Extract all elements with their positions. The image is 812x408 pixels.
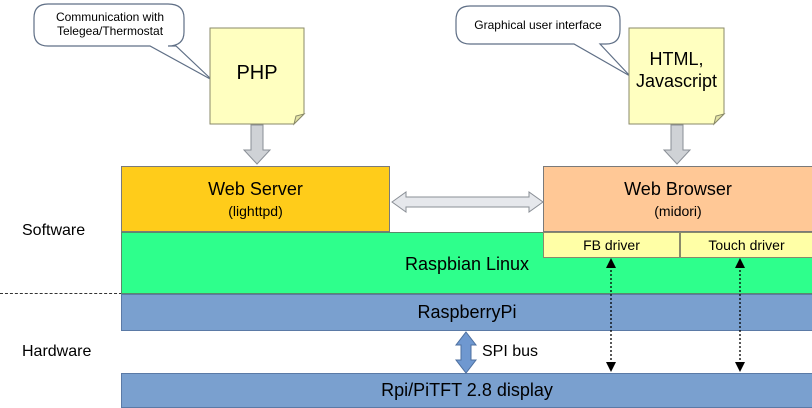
fb-driver-label: FB driver xyxy=(583,237,640,253)
display-layer: Rpi/PiTFT 2.8 display xyxy=(121,373,812,408)
spi-bus-label: SPI bus xyxy=(482,343,539,360)
display-label: Rpi/PiTFT 2.8 display xyxy=(381,380,553,400)
raspbian-linux-label: Raspbian Linux xyxy=(404,253,530,274)
html-note xyxy=(628,27,726,126)
gui-callout-bubble xyxy=(455,5,631,77)
touch-driver-box: Touch driver xyxy=(680,232,812,258)
web-server-box: Web Server (lighttpd) xyxy=(121,166,390,232)
web-server-title: Web Server xyxy=(208,179,303,199)
software-hardware-separator xyxy=(0,293,122,294)
html-to-webbrowser-arrow xyxy=(662,124,692,165)
hardware-label: Hardware xyxy=(22,343,92,360)
html-note-text: HTML, Javascript xyxy=(635,49,718,91)
php-callout-text: Communication with Telegea/Thermostat xyxy=(55,10,165,38)
gui-callout-text: Graphical user interface xyxy=(474,18,602,32)
raspberrypi-label: RaspberryPi xyxy=(417,302,517,322)
web-browser-subtitle: (midori) xyxy=(654,203,702,219)
php-note xyxy=(209,27,306,126)
touch-driver-label: Touch driver xyxy=(708,237,785,253)
fb-driver-connector xyxy=(606,258,616,372)
php-to-webserver-arrow xyxy=(242,124,272,165)
web-server-subtitle: (lighttpd) xyxy=(228,203,283,219)
fb-driver-box: FB driver xyxy=(543,232,680,258)
touch-driver-connector xyxy=(735,258,745,372)
server-browser-double-arrow xyxy=(391,191,544,213)
web-browser-box: Web Browser (midori) xyxy=(543,166,812,232)
php-callout-bubble xyxy=(33,3,213,81)
spi-bus-arrow xyxy=(454,331,478,374)
software-label: Software xyxy=(22,222,86,239)
web-browser-title: Web Browser xyxy=(624,179,732,199)
php-note-text: PHP xyxy=(236,62,278,84)
raspberrypi-layer: RaspberryPi xyxy=(121,294,812,331)
